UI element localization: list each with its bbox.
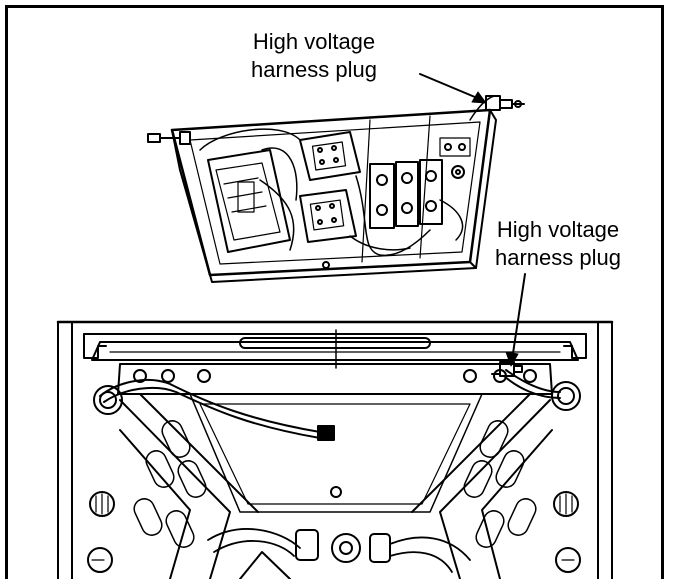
callout-top-line1: High voltage — [252, 29, 376, 54]
high-voltage-plug-top — [485, 95, 525, 111]
unit-wiring-harness — [99, 369, 561, 441]
callout-top-line2: harness plug — [251, 57, 377, 82]
callout-label-right: High voltage harness plug — [458, 216, 658, 272]
relay-lower — [299, 189, 357, 243]
callout-arrow-top — [419, 73, 487, 104]
diagram-frame — [5, 5, 664, 579]
callout-right-line1: High voltage — [496, 217, 620, 242]
terminal-blocks — [322, 137, 471, 269]
contactor — [207, 147, 298, 253]
control-box — [147, 95, 525, 283]
plug-left — [147, 131, 191, 145]
unit-housing — [56, 320, 614, 579]
callout-label-top: High voltage harness plug — [214, 28, 414, 84]
high-voltage-plug-unit — [491, 361, 523, 377]
callout-right-line2: harness plug — [495, 245, 621, 270]
relay-upper — [299, 131, 361, 181]
